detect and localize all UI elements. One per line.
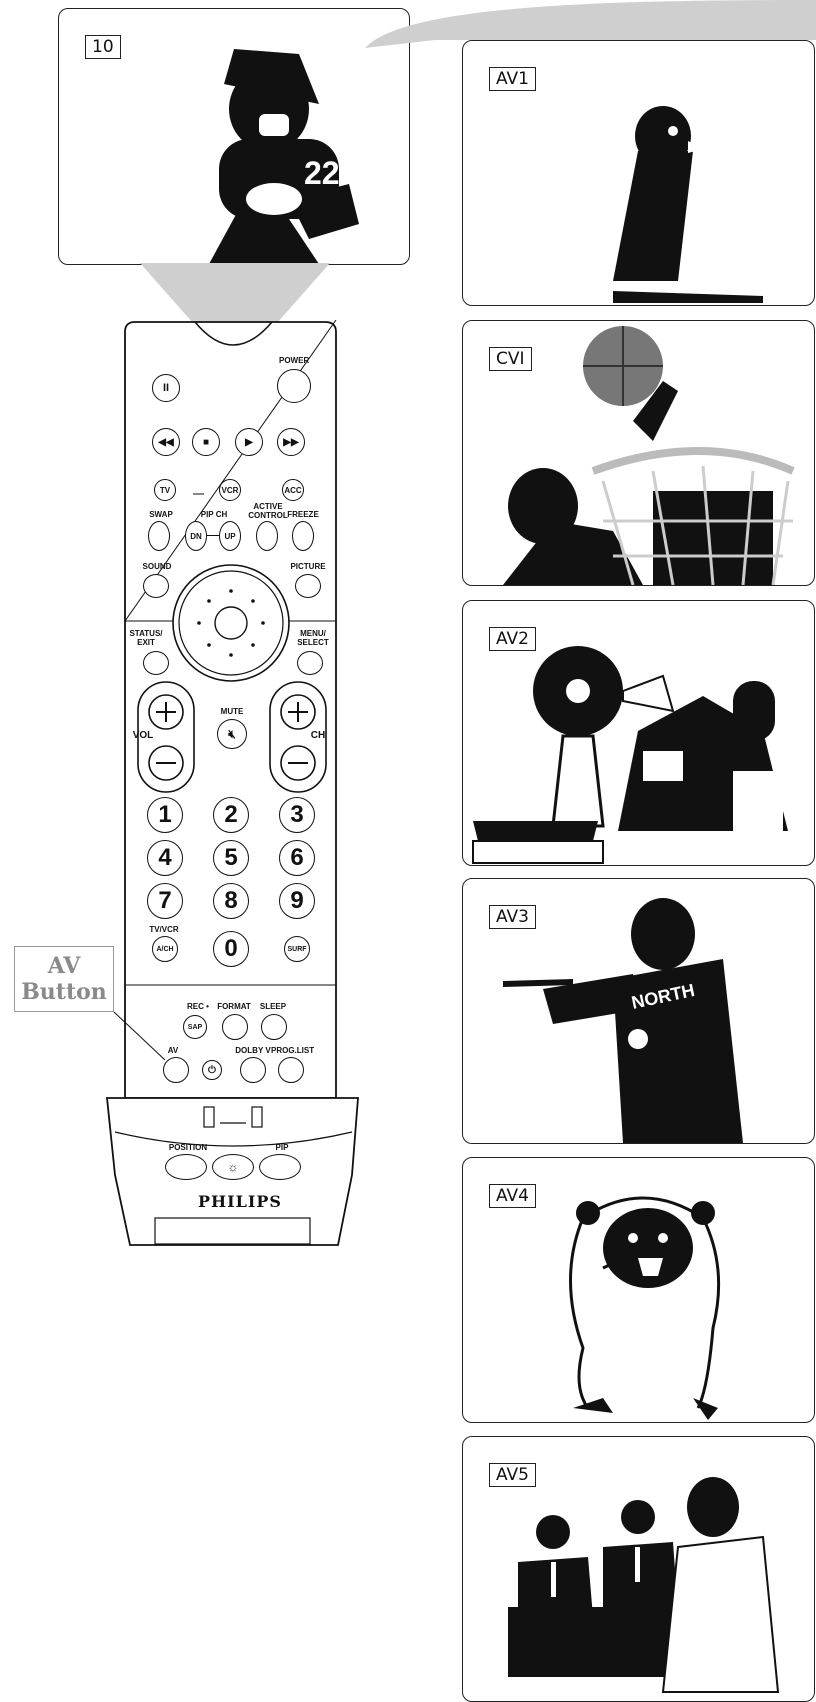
main-tv-screen: 22 10 [58,8,410,265]
picture-label: PICTURE [290,562,326,571]
source-label: AV3 [489,905,536,929]
sleep-label: SLEEP [258,1002,288,1011]
fast-forward-button[interactable]: ▶▶ [277,428,305,456]
channel-up-button[interactable] [287,695,321,729]
format-button[interactable] [222,1014,248,1040]
surf-button[interactable]: SURF [284,936,310,962]
swap-label: SWAP [146,510,176,519]
freeze-label: FREEZE [286,510,320,519]
mute-button[interactable]: 🔇︎ [217,719,247,749]
position-label: POSITION [168,1143,208,1152]
digit-7-button[interactable]: 7 [147,883,183,919]
freeze-button[interactable] [292,521,314,551]
remote-body [100,320,370,1250]
tv-vcr-label: TV/VCR [147,925,181,934]
dolby-v-label: DOLBY V [235,1046,271,1055]
digit-1-button[interactable]: 1 [147,797,183,833]
status-exit-label: STATUS/ EXIT [128,629,164,647]
active-control-label: ACTIVE CONTROL [248,502,288,520]
rewind-button[interactable]: ◀◀ [152,428,180,456]
tv-button[interactable]: TV [154,479,176,501]
format-label: FORMAT [216,1002,252,1011]
sleep-button[interactable] [261,1014,287,1040]
a-ch-button[interactable]: A/CH [152,936,178,962]
acc-button[interactable]: ACC [282,479,304,501]
brand-logo: PHILIPS [190,1192,290,1211]
volume-up-button[interactable] [155,695,189,729]
pause-button[interactable]: II [152,374,180,402]
sound-button[interactable] [143,574,169,598]
standby-button[interactable]: ⏻ [202,1060,222,1080]
light-button[interactable]: ☼ [212,1154,254,1180]
source-screen-av5: AV5 [462,1436,815,1702]
source-label: AV2 [489,627,536,651]
digit-2-button[interactable]: 2 [213,797,249,833]
picture-button[interactable] [295,574,321,598]
pip-button[interactable] [259,1154,301,1180]
digit-0-button[interactable]: 0 [213,931,249,967]
position-button[interactable] [165,1154,207,1180]
pip-ch-down-button[interactable]: DN [185,521,207,551]
stop-button[interactable]: ■ [192,428,220,456]
rec-label: REC • [183,1002,213,1011]
digit-6-button[interactable]: 6 [279,840,315,876]
status-exit-button[interactable] [143,651,169,675]
source-label: AV1 [489,67,536,91]
active-control-button[interactable] [256,521,278,551]
callout-line1: AV [15,953,113,979]
source-screen-cvi: CVI [462,320,815,586]
menu-select-button[interactable] [297,651,323,675]
pip-ch-up-button[interactable]: UP [219,521,241,551]
vol-label: VOL [130,731,156,740]
digit-9-button[interactable]: 9 [279,883,315,919]
digit-8-button[interactable]: 8 [213,883,249,919]
digit-5-button[interactable]: 5 [213,840,249,876]
av-button[interactable] [163,1057,189,1083]
power-button[interactable] [277,369,311,403]
source-screen-av2: AV2 [462,600,815,866]
volume-down-button[interactable] [155,746,189,780]
ch-label: CH [308,731,328,740]
source-label: AV5 [489,1463,536,1487]
sound-label: SOUND [140,562,174,571]
svg-text:22: 22 [304,155,340,191]
pip-ch-connector [207,535,219,536]
callout-line2: Button [15,979,113,1005]
play-button[interactable]: ▶ [235,428,263,456]
channel-label: 10 [85,35,121,59]
source-screen-av3: NORTH AV3 [462,878,815,1144]
av-button-callout: AV Button [14,946,114,1012]
menu-select-label: MENU/ SELECT [295,629,331,647]
digit-4-button[interactable]: 4 [147,840,183,876]
power-label: POWER [279,356,309,365]
channel-down-button[interactable] [287,746,321,780]
mute-label: MUTE [218,707,246,716]
pip-ch-label: PIP CH [196,510,232,519]
prog-list-button[interactable] [278,1057,304,1083]
vcr-button[interactable]: VCR [219,479,241,501]
sap-button[interactable]: SAP [183,1015,207,1039]
source-label: AV4 [489,1184,536,1208]
ok-center-button[interactable] [215,607,247,639]
source-screen-av4: AV4 [462,1157,815,1423]
av-label: AV [163,1046,183,1055]
prog-list-label: PROG.LIST [271,1046,313,1055]
swap-button[interactable] [148,521,170,551]
source-screen-av1: AV1 [462,40,815,306]
dolby-v-button[interactable] [240,1057,266,1083]
source-label: CVI [489,347,532,371]
pip-label: PIP [272,1143,292,1152]
digit-3-button[interactable]: 3 [279,797,315,833]
